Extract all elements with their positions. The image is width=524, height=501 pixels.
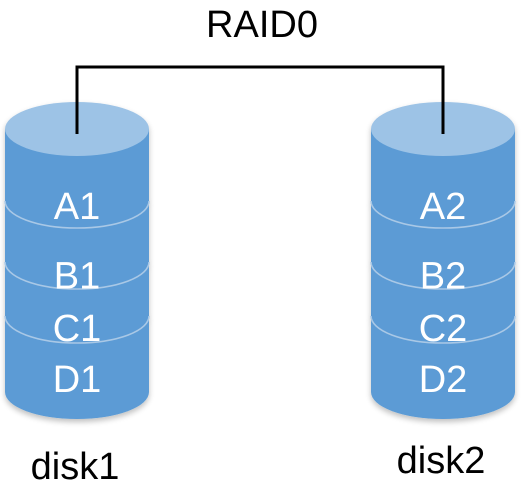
- disk2-label: disk2: [396, 440, 486, 482]
- diagram-title: RAID0: [206, 4, 318, 46]
- block-label-a1: A1: [54, 186, 100, 228]
- block-label-d2: D2: [419, 359, 468, 401]
- disk-body: [5, 129, 149, 419]
- block-label-b1: B1: [54, 256, 100, 298]
- block-label-d1: D1: [53, 359, 102, 401]
- block-label-c2: C2: [419, 308, 468, 350]
- disk-body: [371, 129, 515, 419]
- raid-connector-line: [75, 65, 445, 134]
- block-separator: [4, 261, 150, 290]
- disk1-label: disk1: [30, 446, 120, 488]
- block-label-b2: B2: [420, 256, 466, 298]
- block-separator: [370, 315, 516, 344]
- block-separator: [370, 200, 516, 229]
- block-separator: [4, 315, 150, 344]
- block-label-a2: A2: [420, 186, 466, 228]
- block-separator: [370, 261, 516, 290]
- block-separator: [4, 200, 150, 229]
- block-label-c1: C1: [53, 308, 102, 350]
